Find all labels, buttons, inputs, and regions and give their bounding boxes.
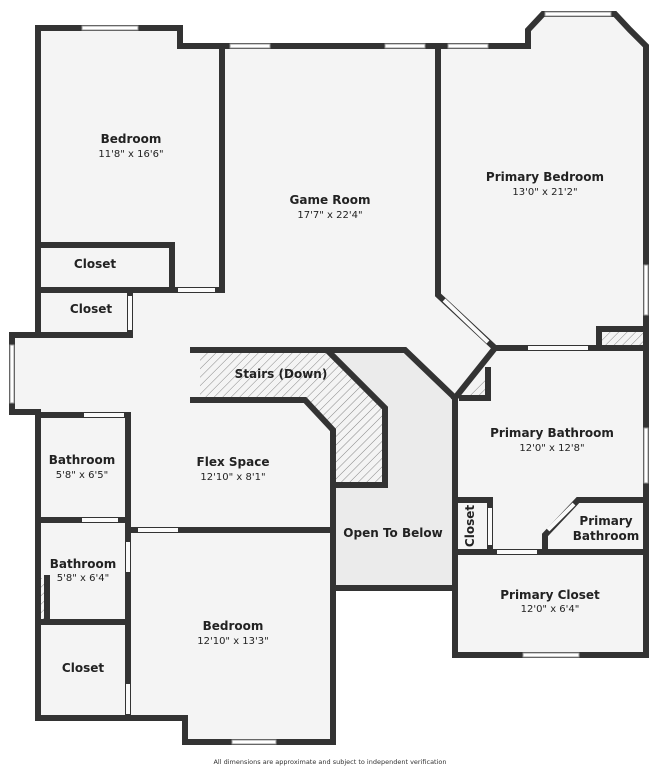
- room-name-bathroom: Bathroom: [50, 557, 116, 571]
- shaft-hatch-3: [38, 578, 47, 620]
- room-dims-bedroom: 11'8" x 16'6": [98, 149, 163, 160]
- room-name-bedroom: Bedroom: [203, 619, 264, 633]
- room-dims-primary-closet: 12'0" x 6'4": [521, 604, 580, 615]
- door-openings: [82, 288, 588, 714]
- room-name-open-to-below: Open To Below: [343, 526, 442, 540]
- room-name-primary-bedroom: Primary Bedroom: [486, 170, 604, 184]
- windows: [9, 11, 649, 745]
- room-dims-primary-bedroom: 13'0" x 21'2": [512, 187, 577, 198]
- room-name-bathroom: Bathroom: [49, 453, 115, 467]
- open-to-below-area: [330, 350, 455, 588]
- shaft-hatch-2: [462, 370, 488, 398]
- room-name-primary-closet: Primary Closet: [500, 588, 600, 602]
- disclaimer: All dimensions are approximate and subje…: [213, 758, 446, 766]
- room-name-primary-bathroom-line1: Primary: [579, 514, 632, 528]
- room-name-closet: Closet: [70, 302, 112, 316]
- room-dims-flex-space: 12'10" x 8'1": [200, 472, 265, 483]
- room-name-bedroom: Bedroom: [101, 132, 162, 146]
- room-name-primary-bathroom-line2: Bathroom: [573, 529, 639, 543]
- room-dims-primary-bathroom: 12'0" x 12'8": [519, 443, 584, 454]
- room-name-closet: Closet: [62, 661, 104, 675]
- room-dims-game-room: 17'7" x 22'4": [297, 210, 362, 221]
- room-dims-bedroom: 12'10" x 13'3": [197, 636, 269, 647]
- room-dims-bathroom: 5'8" x 6'5": [56, 470, 108, 481]
- room-dims-bathroom: 5'8" x 6'4": [57, 573, 109, 584]
- room-name-stairs: Stairs (Down): [235, 367, 328, 381]
- room-name-primary-bathroom: Primary Bathroom: [490, 426, 614, 440]
- room-name-closet: Closet: [463, 505, 477, 547]
- room-name-flex-space: Flex Space: [197, 455, 270, 469]
- room-name-closet: Closet: [74, 257, 116, 271]
- room-name-game-room: Game Room: [290, 193, 371, 207]
- shaft-hatch: [599, 329, 644, 346]
- stairs-hatch: [200, 353, 385, 485]
